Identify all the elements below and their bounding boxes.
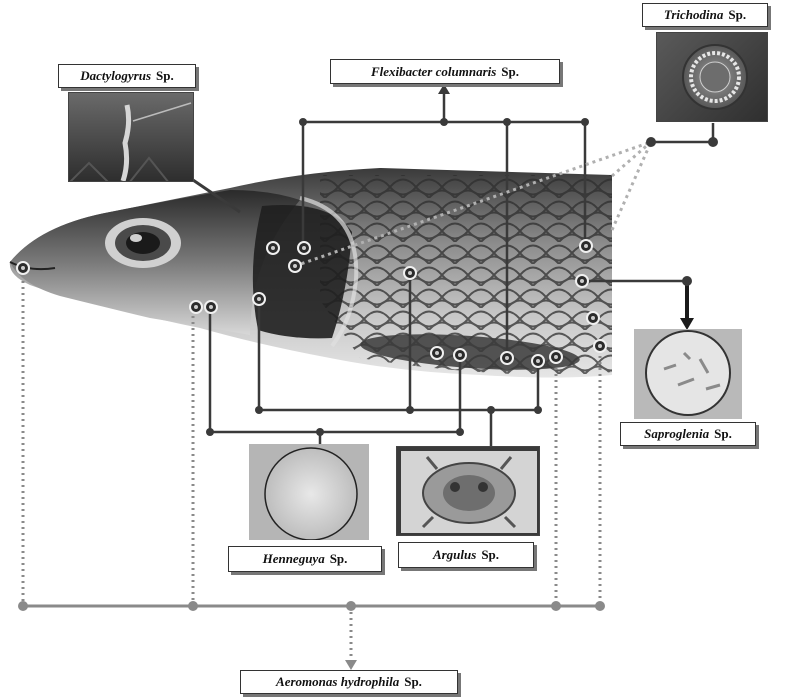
dactylogyrus-genus: Dactylogyrus	[80, 68, 151, 84]
trichodina-photo	[656, 32, 768, 122]
saproglenia-node	[682, 276, 692, 286]
henneguya-suffix: Sp.	[330, 551, 348, 567]
trichodina-node-right	[708, 137, 718, 147]
site-marker	[190, 301, 202, 313]
aeromonas-label: Aeromonas hydrophila Sp.	[240, 670, 458, 694]
henneguya-label: Henneguya Sp.	[228, 546, 382, 572]
site-marker	[587, 312, 599, 324]
flexibacter-arrowhead	[438, 84, 450, 94]
saproglenia-genus: Saproglenia	[644, 426, 709, 442]
argulus-genus: Argulus	[433, 547, 476, 563]
site-marker	[501, 352, 513, 364]
flexibacter-suffix: Sp.	[501, 64, 519, 80]
trichodina-label: Trichodina Sp.	[642, 3, 768, 27]
site-marker	[576, 275, 588, 287]
site-marker	[580, 240, 592, 252]
trichodina-node-left	[646, 137, 656, 147]
henneguya-photo	[249, 444, 369, 540]
trichodina-suffix: Sp.	[728, 7, 746, 23]
aeromonas-suffix: Sp.	[404, 674, 422, 690]
aeromonas-genus: Aeromonas hydrophila	[276, 674, 399, 690]
site-marker	[532, 355, 544, 367]
site-marker	[404, 267, 416, 279]
argulus-photo	[396, 446, 540, 536]
site-marker	[289, 260, 301, 272]
fish-illustration	[10, 168, 612, 378]
site-marker	[550, 351, 562, 363]
aeromonas-arrowhead	[345, 660, 357, 670]
site-marker	[454, 349, 466, 361]
trichodina-genus: Trichodina	[664, 7, 723, 23]
argulus-label: Argulus Sp.	[398, 542, 534, 568]
dactylogyrus-suffix: Sp.	[156, 68, 174, 84]
site-marker	[267, 242, 279, 254]
flexibacter-genus: Flexibacter columnaris	[371, 64, 496, 80]
site-marker	[205, 301, 217, 313]
saproglenia-photo	[634, 329, 742, 419]
dactylogyrus-photo	[68, 92, 194, 182]
site-marker	[594, 340, 606, 352]
flexibacter-label: Flexibacter columnaris Sp.	[330, 59, 560, 84]
dactylogyrus-label: Dactylogyrus Sp.	[58, 64, 196, 88]
site-marker	[253, 293, 265, 305]
site-marker	[298, 242, 310, 254]
saproglenia-suffix: Sp.	[714, 426, 732, 442]
fish-eye	[105, 218, 181, 268]
site-marker	[431, 347, 443, 359]
argulus-suffix: Sp.	[481, 547, 499, 563]
henneguya-genus: Henneguya	[263, 551, 325, 567]
site-marker	[17, 262, 29, 274]
saproglenia-label: Saproglenia Sp.	[620, 422, 756, 446]
